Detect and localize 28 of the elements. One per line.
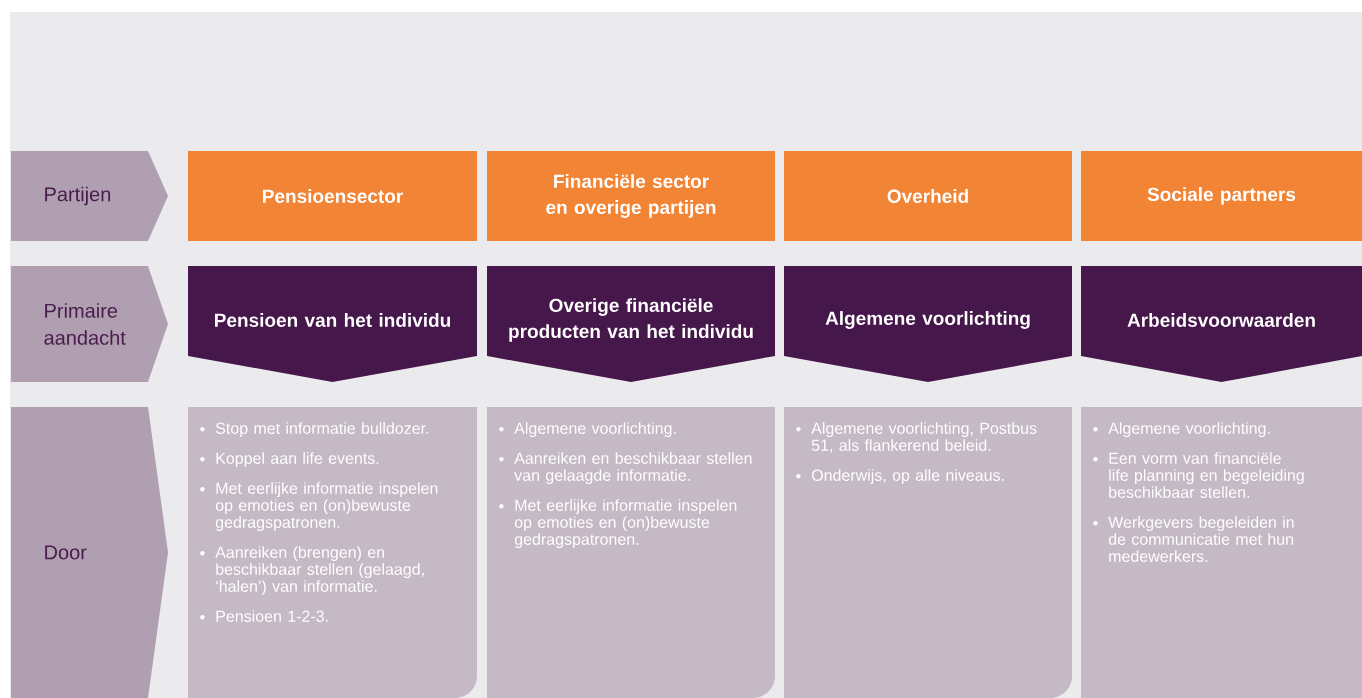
bullet-item: Algemene voorlichting, Postbus 51, als flankerend beleid.	[811, 422, 1037, 453]
bullet-item: Aanreiken en beschikbaar stellen van gelaagde informatie.	[514, 452, 752, 485]
bullet-item: Pensioen 1-2-3.	[216, 610, 328, 622]
actions-box	[784, 407, 1072, 698]
row-label-tab: Primaire aandacht	[11, 266, 168, 382]
party-box: Pensioensector	[188, 151, 477, 241]
bullet-item: Algemene voorlichting.	[514, 422, 676, 438]
focus-arrow-box: Pensioen van het individu	[188, 266, 477, 382]
party-box: Sociale partners	[1081, 151, 1362, 241]
bullet-item: Met eerlijke informatie inspelen op emoties en (on)bewuste gedragspatronen.	[215, 482, 438, 532]
actions-box	[188, 407, 477, 698]
party-box: Financiële sector en overige partijen	[487, 151, 775, 241]
bullet-item: Werkgevers begeleiden in de communicatie met hun medewerkers.	[1108, 516, 1294, 562]
focus-arrow-box: Overige financiële producten van het individu	[487, 266, 775, 382]
bullet-item: Algemene voorlichting.	[1108, 422, 1270, 438]
actions-box	[1081, 407, 1362, 698]
bullet-item: Koppel aan life events.	[216, 452, 379, 468]
bullet-item: Stop met informatie bulldozer.	[215, 422, 429, 438]
actions-box	[487, 407, 775, 698]
bullet-item: Met eerlijke informatie inspelen op emoties en (on)bewuste gedragspatronen.	[514, 499, 737, 549]
row-label-tab: Door	[11, 407, 168, 698]
bullet-item: Een vorm van financiële life planning en begeleiding beschikbaar stellen.	[1109, 452, 1304, 498]
focus-arrow-box: Arbeidsvoorwaarden	[1081, 266, 1362, 382]
party-box: Overheid	[784, 151, 1072, 241]
bullet-item: Onderwijs, op alle niveaus.	[811, 469, 1004, 485]
row-label-tab: Partijen	[11, 151, 168, 241]
focus-arrow-box: Algemene voorlichting	[784, 266, 1072, 382]
bullet-item: Aanreiken (brengen) en beschikbaar stellen (gelaagd, ‘halen’) van informatie.	[215, 546, 424, 596]
